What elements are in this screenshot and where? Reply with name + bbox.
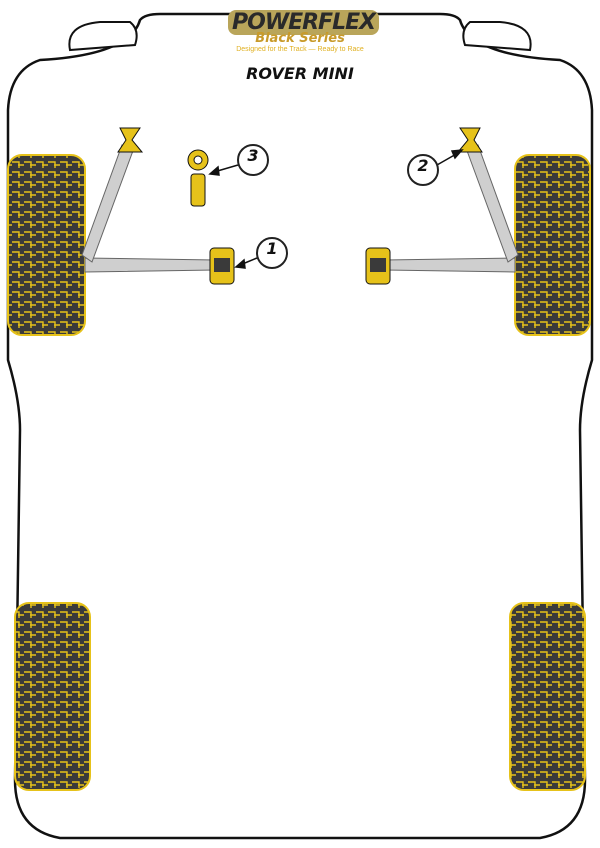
front-left-wheel: [7, 154, 86, 336]
rear-left-wheel: [14, 602, 91, 791]
left-lower-arm: [84, 257, 216, 273]
rear-right-wheel: [509, 602, 586, 791]
callout-3: 3: [237, 144, 269, 176]
logo-name: POWERFLEX: [228, 10, 380, 35]
front-right-wheel: [514, 154, 591, 336]
right-lower-arm: [384, 257, 516, 273]
left-tie-bar-bush: [117, 127, 144, 153]
left-mirror-bump: [68, 21, 138, 52]
car-body-outline: [6, 12, 594, 840]
model-title: ROVER MINI: [246, 64, 354, 83]
powerflex-logo: POWERFLEX Black Series Designed for the …: [228, 10, 380, 53]
callout-1: 1: [256, 237, 288, 269]
logo-tagline: Designed for the Track — Ready to Race: [236, 46, 364, 53]
right-mirror-bump: [462, 21, 532, 52]
part-3-sleeve: [190, 173, 206, 207]
logo-series: Black Series: [255, 31, 345, 46]
callout-2: 2: [407, 154, 439, 186]
